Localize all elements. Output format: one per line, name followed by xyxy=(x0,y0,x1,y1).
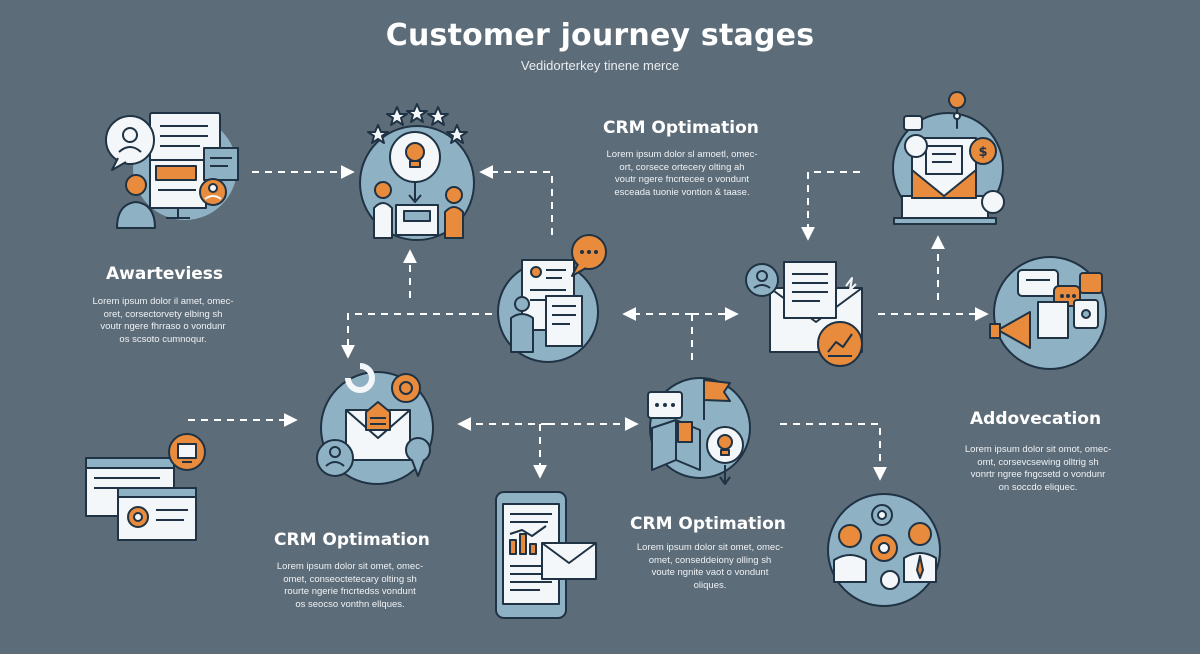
arrow-map-to-team xyxy=(780,423,887,481)
envelope-brochure-icon xyxy=(316,363,434,485)
stage-body-crm-bottom-center: Lorem ipsum dolor sit omet, omec-omet, c… xyxy=(636,542,784,591)
laptop-settings-icon xyxy=(85,433,206,541)
arrow-contact-to-envelope xyxy=(341,313,492,359)
idea-lightbulb-icon xyxy=(359,103,475,241)
stage-body-awareness: Lorem ipsum dolor il amet, omec-oret, co… xyxy=(92,296,234,345)
stage-body-crm-bottom-left: Lorem ipsum dolor sit omet, omec-omet, c… xyxy=(276,561,424,610)
arrow-contact-to-idea xyxy=(479,165,553,235)
stage-label-advocation: Addovecation xyxy=(970,409,1102,429)
stage-label-crm-top: CRM Optimation xyxy=(603,118,759,138)
stage-label-crm-bottom-center: CRM Optimation xyxy=(630,514,786,534)
arrow-to-inbox-from-email xyxy=(801,171,860,241)
feedback-megaphone-icon xyxy=(989,256,1107,370)
stage-label-awareness: Awarteviess xyxy=(106,264,224,284)
email-analytics-icon xyxy=(745,261,863,367)
page-subtitle: Vedidorterkey tinene merce xyxy=(520,58,680,73)
svg-text:$: $ xyxy=(978,145,987,160)
mobile-report-icon xyxy=(495,491,597,619)
connector-arrows xyxy=(188,165,989,481)
inbox-payment-icon: $ xyxy=(892,91,1005,225)
support-team-icon xyxy=(827,493,941,607)
page-title: Customer journey stages xyxy=(385,18,815,53)
stage-body-crm-top: Lorem ipsum dolor sl amoetl, omec-ort, c… xyxy=(606,149,758,198)
stage-label-crm-bottom-left: CRM Optimation xyxy=(274,530,430,550)
map-idea-icon xyxy=(647,377,751,485)
contact-document-icon xyxy=(497,234,607,363)
stage-body-advocation: Lorem ipsum dolor sit omot, omec-omt, co… xyxy=(964,444,1112,493)
awareness-devices-icon xyxy=(105,112,239,229)
